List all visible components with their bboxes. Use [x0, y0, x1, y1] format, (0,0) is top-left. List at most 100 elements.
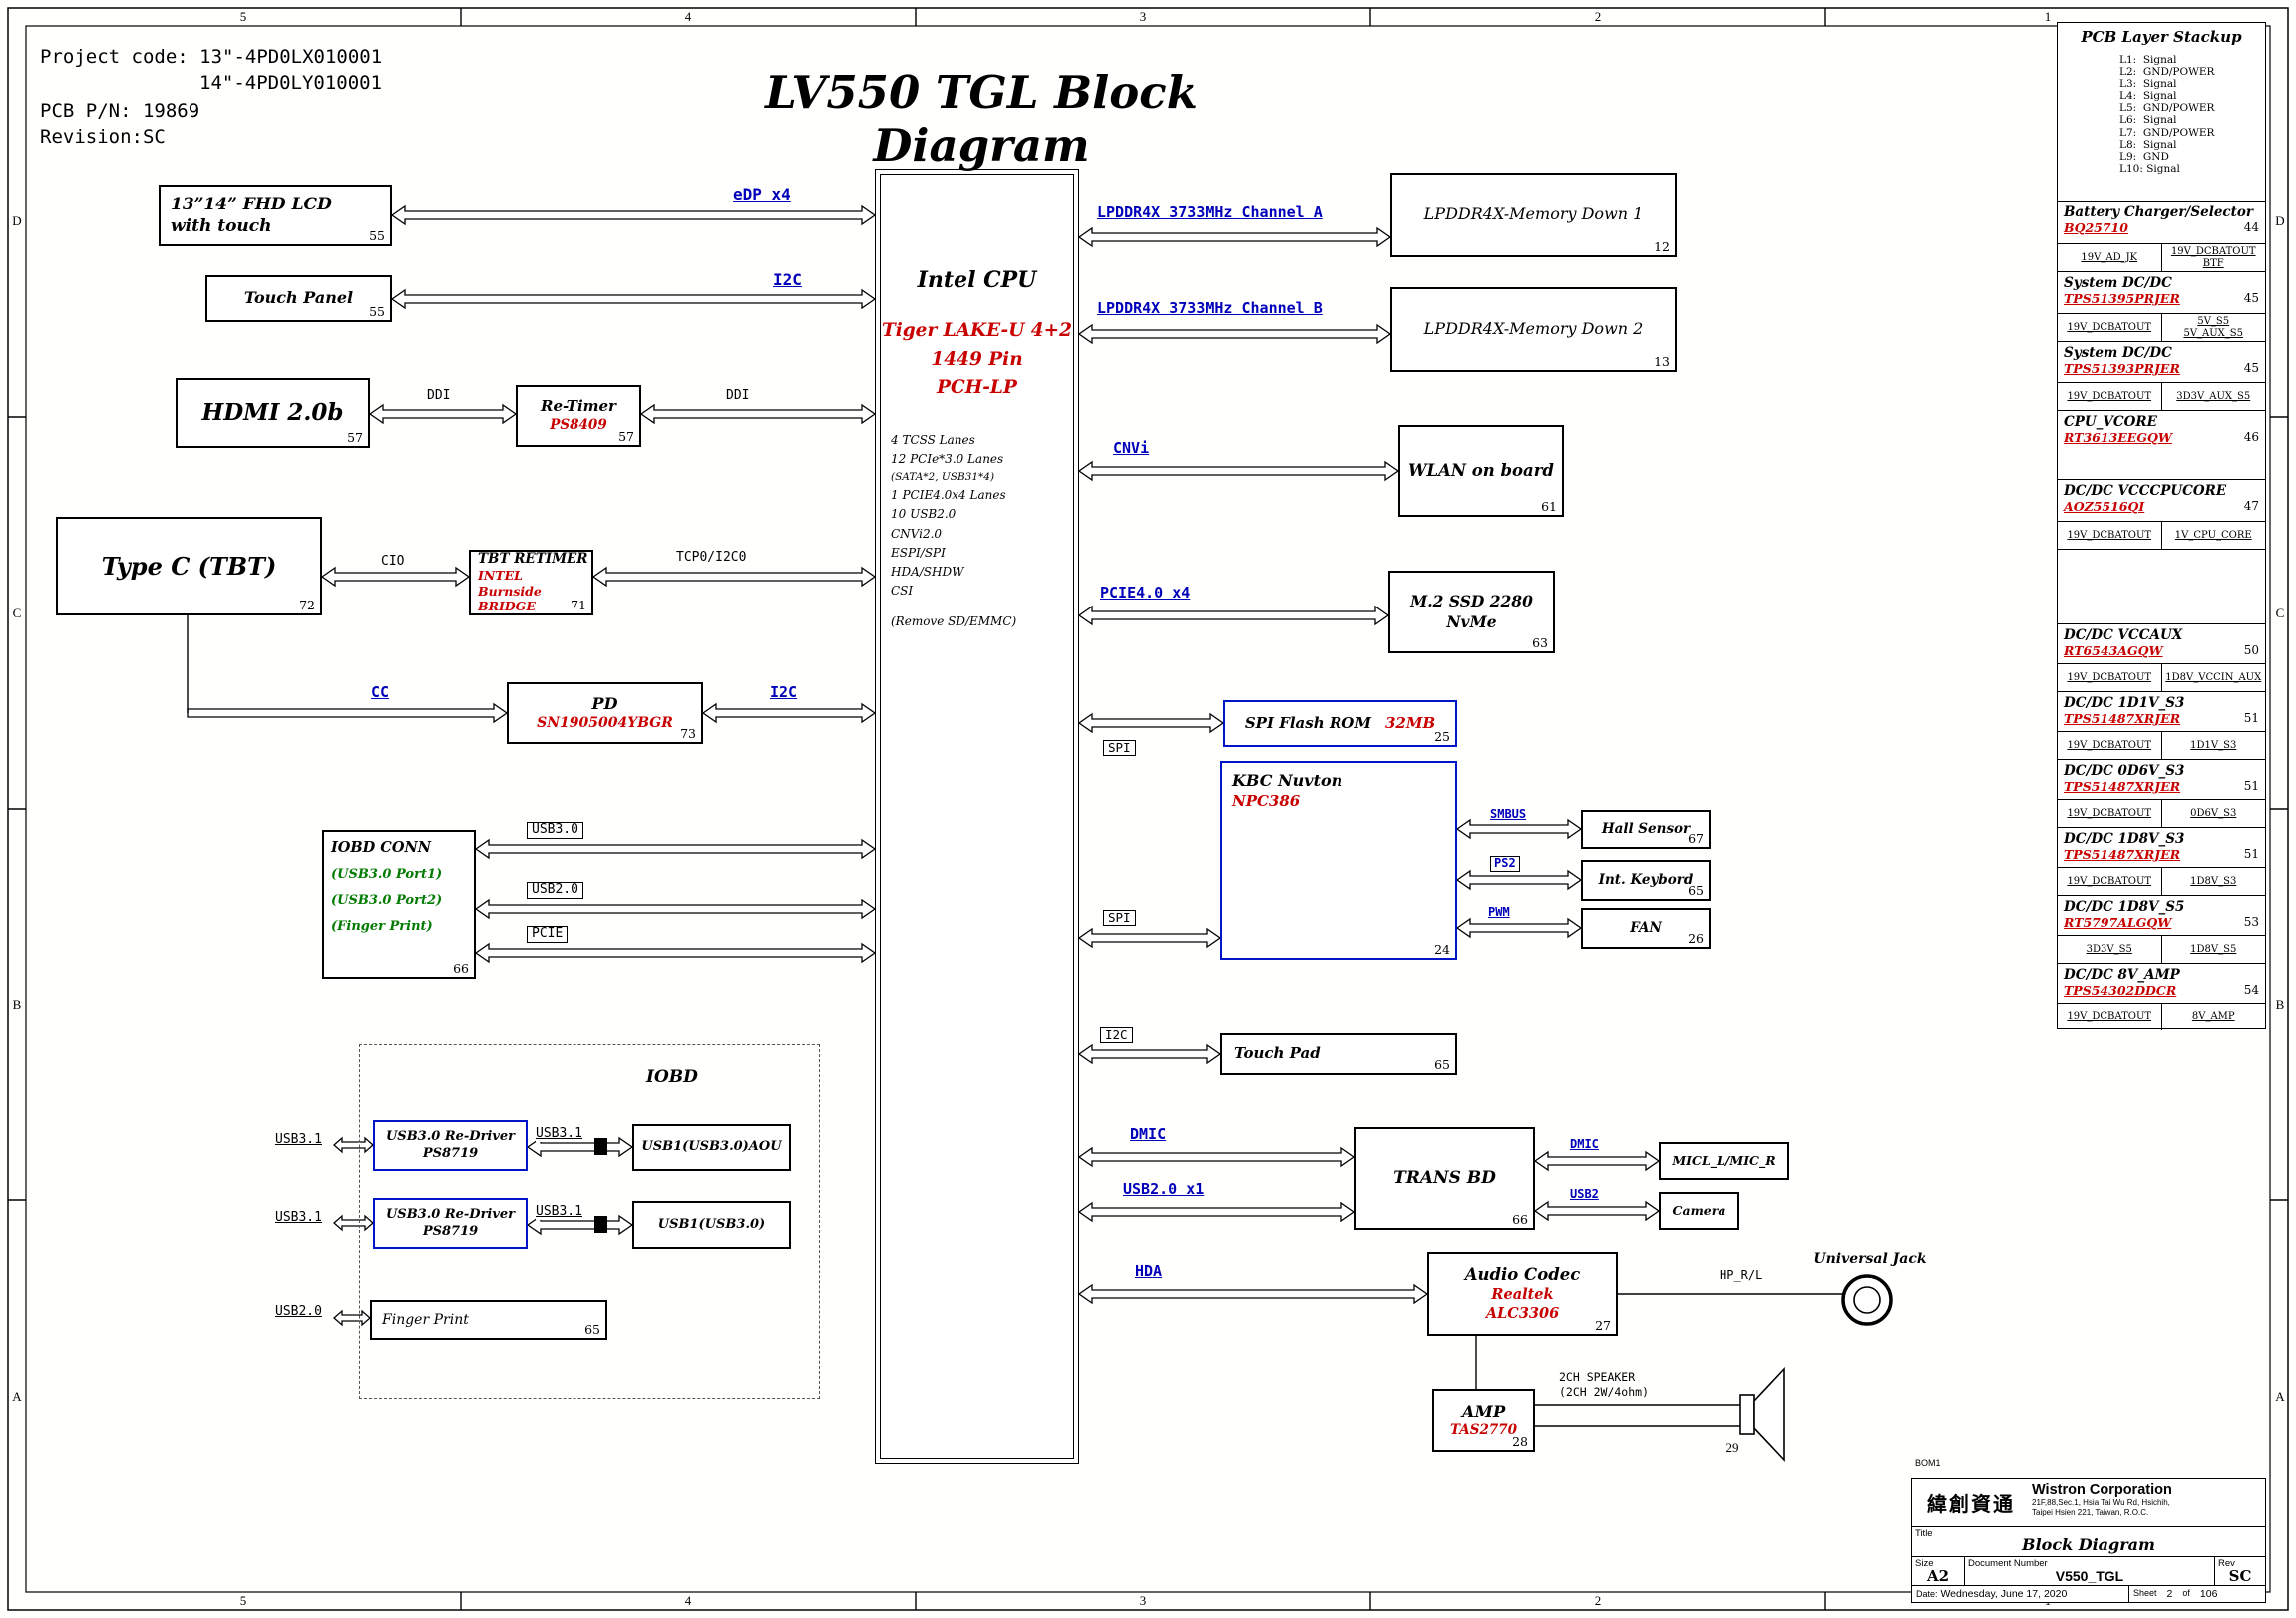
power-spacer: [2058, 549, 2265, 623]
block-pd: PD SN1905004YBGR 73: [507, 682, 703, 744]
frame-row: D: [2275, 213, 2285, 228]
block-intel-cpu: Intel CPU Tiger LAKE-U 4+2 1449 Pin PCH-…: [875, 169, 1079, 1464]
net-label-pwm: PWM: [1488, 905, 1510, 919]
speaker-icon: [1739, 1366, 1785, 1463]
frame-col: 5: [239, 9, 247, 24]
net-label-cnvi: CNVi: [1113, 439, 1150, 457]
net-label-usb2: USB2: [1570, 1187, 1599, 1201]
frame-row: C: [2275, 606, 2285, 620]
universal-jack-icon: [1841, 1274, 1893, 1326]
block-memory-down-1: LPDDR4X-Memory Down 1 12: [1390, 173, 1677, 257]
frame-row: D: [12, 213, 22, 228]
block-wlan: WLAN on board 61: [1398, 425, 1564, 517]
frame-col: 1: [2044, 9, 2052, 24]
net-label-dmic-2: DMIC: [1570, 1137, 1599, 1151]
date-value: Wednesday, June 17, 2020: [1940, 1588, 2068, 1600]
frame-col: 4: [684, 9, 692, 24]
block-tbt-retimer: TBT RETIMER INTEL Burnside BRIDGE 71: [469, 550, 593, 615]
sheet-title: Block Diagram: [2022, 1535, 2155, 1554]
net-label-usb31-a: USB3.1: [275, 1132, 322, 1147]
sheet-of-label: of: [2182, 1588, 2190, 1598]
net-label-ps2: PS2: [1490, 856, 1520, 872]
connector-square-1: [594, 1138, 607, 1155]
date-label: Date:: [1916, 1589, 1938, 1599]
block-usb1-aou: USB1(USB3.0)AOU: [632, 1124, 791, 1171]
net-label-usb20-c: USB2.0: [275, 1304, 322, 1319]
block-amp: AMP TAS2770 28: [1432, 1389, 1535, 1452]
frame-row: A: [2275, 1389, 2285, 1404]
frame-row: B: [2275, 997, 2285, 1011]
block-audio-codec: Audio Codec Realtek ALC3306 27: [1427, 1252, 1618, 1336]
pcb-pn: PCB P/N: 19869: [40, 100, 200, 122]
wistron-logo: 緯創資通: [1927, 1492, 2015, 1516]
rev-label: Rev: [2218, 1558, 2235, 1569]
frame-col: 3: [1139, 1593, 1147, 1608]
net-label-tcp0: TCP0/I2C0: [676, 550, 747, 565]
frame-col: 3: [1139, 9, 1147, 24]
block-touch-panel: Touch Panel 55: [205, 275, 392, 322]
pcb-layer-stackup: PCB Layer Stackup L1: Signal L2: GND/POW…: [2081, 28, 2242, 175]
power-sidebar: PCB Layer Stackup L1: Signal L2: GND/POW…: [2057, 22, 2266, 1030]
size-value: A2: [1926, 1567, 1950, 1585]
block-usb1: USB1(USB3.0): [632, 1201, 791, 1249]
net-label-i2c-touch: I2C: [773, 270, 802, 289]
diagram-title: LV550 TGL Block Diagram: [765, 66, 1198, 172]
frame-col: 5: [239, 1593, 247, 1608]
bom-note: BOM1: [1915, 1458, 1941, 1468]
frame-col: 4: [684, 1593, 692, 1608]
speaker-label-line2: (2CH 2W/4ohm): [1559, 1385, 1650, 1399]
block-redriver-2: USB3.0 Re-Driver PS8719: [373, 1198, 528, 1249]
company-address-2: Taipei Hsien 221, Taiwan, R.O.C.: [2032, 1507, 2149, 1517]
block-hdmi: HDMI 2.0b 57: [176, 378, 370, 448]
net-label-usb31-b: USB3.1: [275, 1210, 322, 1225]
sheet-number: 2: [2166, 1588, 2173, 1600]
block-spi-flash: SPI Flash ROM 32MB 25: [1223, 700, 1457, 747]
net-label-hp-rl: HP_R/L: [1720, 1268, 1763, 1282]
net-label-cc: CC: [371, 683, 390, 701]
block-int-keyboard: Int. Keybord 65: [1581, 860, 1711, 901]
iobd-title: IOBD: [646, 1067, 698, 1087]
net-label-smbus: SMBUS: [1490, 807, 1527, 821]
block-retimer: Re-Timer PS8409 57: [516, 385, 641, 447]
net-label-usb31-mid1: USB3.1: [536, 1126, 582, 1142]
frame-row: C: [12, 606, 22, 620]
net-label-usb30: USB3.0: [527, 822, 583, 839]
project-code-line2: 14"-4PD0LY010001: [199, 72, 383, 94]
block-m2-ssd: M.2 SSD 2280 NvMe 63: [1388, 571, 1555, 653]
doc-number-value: V550_TGL: [2055, 1568, 2124, 1584]
net-label-spi-1: SPI: [1103, 740, 1136, 757]
speaker-page: 29: [1725, 1440, 1739, 1455]
connector-square-2: [594, 1216, 607, 1233]
net-label-cio: CIO: [381, 554, 405, 569]
iobd-dashed-box: [359, 1044, 820, 1399]
block-camera: Camera: [1659, 1192, 1739, 1230]
revision: Revision:SC: [40, 126, 166, 148]
block-mic: MICL_L/MIC_R: [1659, 1142, 1789, 1180]
net-label-edp: eDP x4: [733, 185, 791, 203]
doc-number-label: Document Number: [1968, 1558, 2048, 1569]
speaker-label-line1: 2CH SPEAKER: [1559, 1370, 1636, 1384]
net-label-ddi-1: DDI: [427, 388, 451, 403]
project-code-line1: Project code: 13"-4PD0LX010001: [40, 46, 383, 68]
net-label-channel-b: LPDDR4X 3733MHz Channel B: [1097, 299, 1323, 317]
net-label-ddi-2: DDI: [726, 388, 750, 403]
net-label-dmic: DMIC: [1130, 1125, 1167, 1143]
company-name: Wistron Corporation: [2032, 1482, 2172, 1498]
net-label-channel-a: LPDDR4X 3733MHz Channel A: [1097, 203, 1323, 221]
net-label-pcie: PCIE: [527, 926, 569, 943]
net-label-hda: HDA: [1135, 1262, 1163, 1280]
block-finger-print: Finger Print 65: [370, 1300, 607, 1340]
frame-col: 2: [1594, 1593, 1602, 1608]
